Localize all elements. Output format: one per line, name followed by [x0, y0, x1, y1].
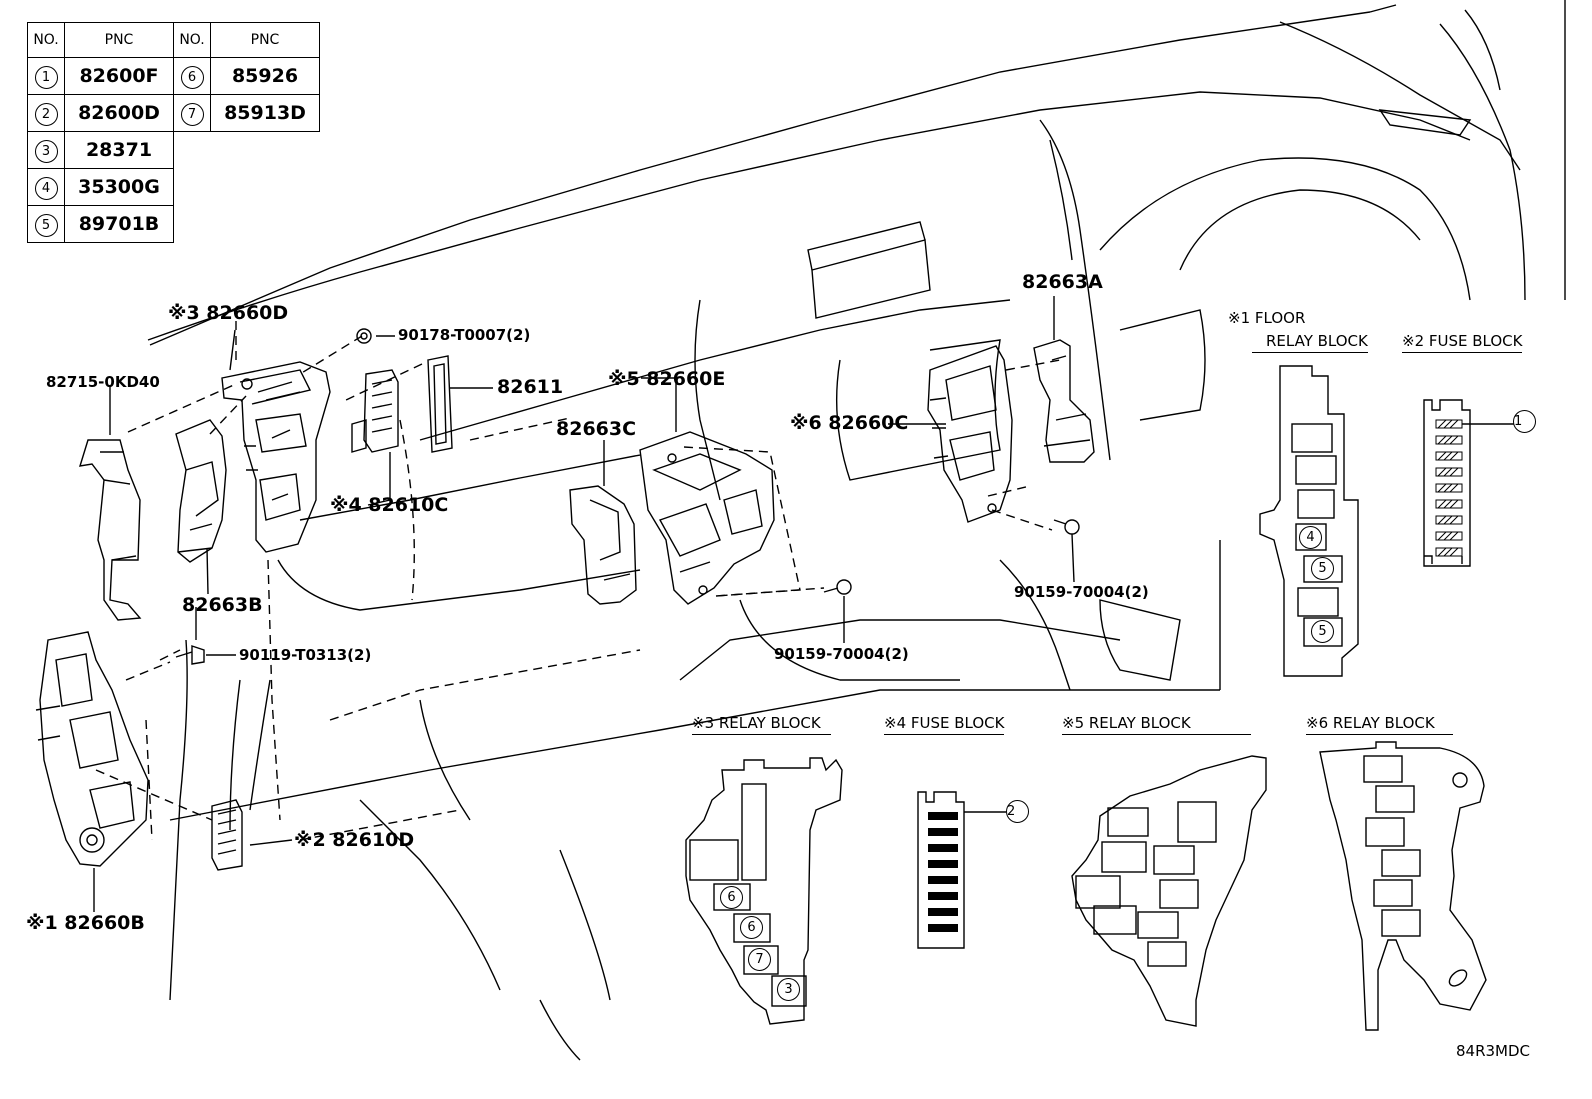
- relay-block-6-title: ※6 RELAY BLOCK: [1306, 714, 1453, 735]
- screw-90159-a: [823, 579, 852, 595]
- cover-82611: [427, 355, 453, 453]
- row-number: 1: [34, 65, 58, 89]
- row-pnc: 28371: [64, 131, 174, 169]
- relay-block-82660C: [927, 345, 1013, 523]
- table-row: 5 89701B: [27, 205, 320, 243]
- relay-block-82660D: [221, 361, 331, 553]
- label-82610C: ※4 82610C: [330, 494, 449, 516]
- row-number: 4: [34, 176, 58, 200]
- leader-lines: [93, 296, 1075, 912]
- label-82660C: ※6 82660C: [790, 412, 909, 434]
- table-row: 2 82600D 7 85913D: [27, 94, 320, 132]
- row-pnc: 85913D: [210, 94, 320, 132]
- label-90159-center: 90159-70004(2): [774, 645, 909, 663]
- header-no-2: NO.: [173, 22, 211, 58]
- nut-90178: [356, 328, 372, 344]
- pnc-table-header: NO. PNC NO. PNC: [27, 22, 320, 58]
- label-82660D: ※3 82660D: [168, 302, 289, 324]
- bracket-82663C: [569, 485, 637, 605]
- header-no: NO.: [27, 22, 65, 58]
- floor-relay-block-82660B: [35, 631, 149, 867]
- fuse-block-4-schematic: [917, 791, 1006, 949]
- label-82660B: ※1 82660B: [26, 912, 145, 934]
- callout-5a: 5: [1311, 557, 1334, 580]
- label-82663C: 82663C: [556, 418, 637, 440]
- floor-relay-block-title-1: ※1 FLOOR: [1228, 309, 1306, 327]
- table-row: 3 28371: [27, 131, 320, 169]
- row-pnc: 82600F: [64, 57, 174, 95]
- label-82663A: 82663A: [1022, 271, 1103, 293]
- screw-90159-b: [1053, 519, 1080, 535]
- header-pnc: PNC: [64, 22, 174, 58]
- row-pnc: 89701B: [64, 205, 174, 243]
- callout-4: 4: [1299, 526, 1322, 549]
- row-pnc: 85926: [210, 57, 320, 95]
- label-82663B: 82663B: [182, 594, 263, 616]
- row-number: 7: [180, 102, 204, 126]
- floor-relay-block-title-2: RELAY BLOCK: [1252, 332, 1368, 353]
- table-row: 1 82600F 6 85926: [27, 57, 320, 95]
- relay-block-6-schematic: [1319, 741, 1487, 1031]
- label-82715: 82715-0KD40: [46, 373, 160, 391]
- fuse-block-82610D: [211, 799, 243, 871]
- row-pnc: 82600D: [64, 94, 174, 132]
- label-90159-right: 90159-70004(2): [1014, 583, 1149, 601]
- callout-5b: 5: [1311, 620, 1334, 643]
- callout-7: 7: [748, 948, 771, 971]
- diagram-code: 84R3MDC: [1456, 1042, 1531, 1060]
- label-90119: 90119-T0313(2): [239, 646, 372, 664]
- dashboard-outline: [147, 0, 1566, 1061]
- relay-block-5-schematic: [1071, 755, 1267, 1027]
- relay-block-82660E: [639, 431, 775, 605]
- fuse-block-2-schematic: [1423, 399, 1514, 567]
- bracket-82715: [78, 439, 142, 621]
- label-82611: 82611: [497, 376, 564, 398]
- bracket-82663B: [175, 419, 227, 563]
- callout-1: 1: [1513, 410, 1536, 433]
- header-pnc-2: PNC: [210, 22, 320, 58]
- pnc-table: NO. PNC NO. PNC 1 82600F 6 85926 2 82600…: [27, 22, 320, 243]
- floor-relay-block-schematic: [1259, 365, 1359, 677]
- label-82610D: ※2 82610D: [294, 829, 415, 851]
- row-number: 2: [34, 102, 58, 126]
- relay-block-5-title: ※5 RELAY BLOCK: [1062, 714, 1251, 735]
- bracket-82663A: [1033, 339, 1095, 463]
- callout-3: 3: [777, 978, 800, 1001]
- assembly-dashed-lines: [95, 320, 1061, 841]
- row-number: 5: [34, 213, 58, 237]
- fuse-block-82610C: [351, 369, 399, 453]
- label-90178: 90178-T0007(2): [398, 326, 531, 344]
- callout-2: 2: [1006, 800, 1029, 823]
- row-number: 6: [180, 65, 204, 89]
- relay-block-3-schematic: [685, 757, 843, 1025]
- row-number: 3: [34, 139, 58, 163]
- table-row: 4 35300G: [27, 168, 320, 206]
- fuse-block-4-title: ※4 FUSE BLOCK: [884, 714, 1005, 735]
- row-pnc: 35300G: [64, 168, 174, 206]
- fuse-block-2-title: ※2 FUSE BLOCK: [1402, 332, 1523, 353]
- relay-block-3-title: ※3 RELAY BLOCK: [692, 714, 831, 735]
- label-82660E: ※5 82660E: [608, 368, 726, 390]
- callout-6a: 6: [720, 886, 743, 909]
- callout-6b: 6: [740, 916, 763, 939]
- screw-90119: [175, 645, 205, 665]
